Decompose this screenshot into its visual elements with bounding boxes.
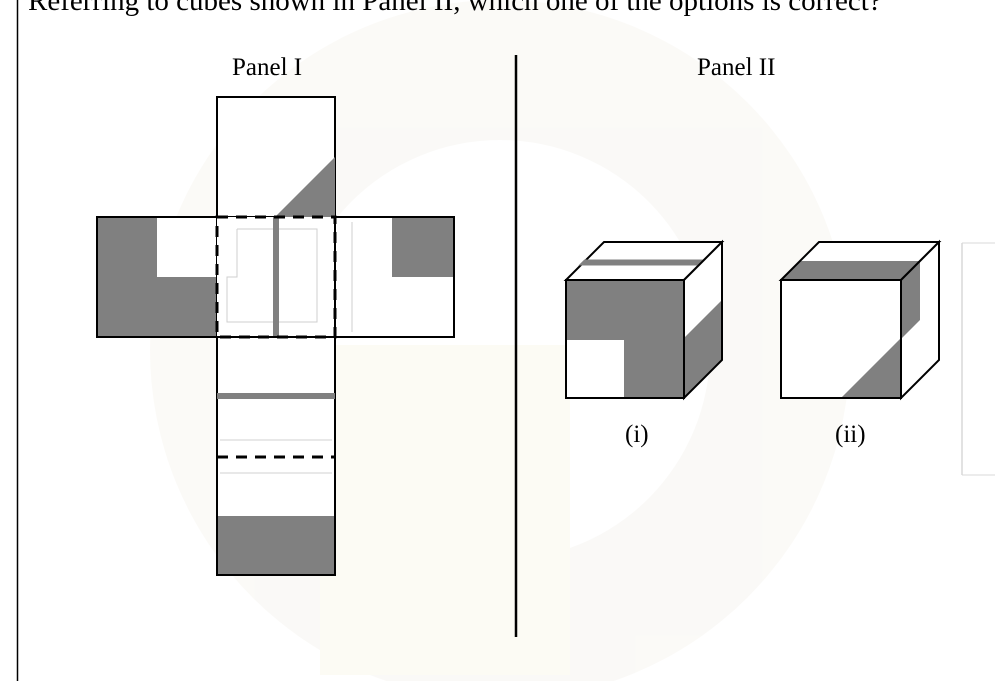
cube-ii (778, 239, 942, 401)
panel-i-title: Panel I (232, 54, 303, 81)
net-face-bottom (216, 336, 336, 458)
fold-line-center (215, 215, 337, 339)
net-face-back (216, 456, 336, 576)
cube-net (96, 96, 455, 576)
net-face-right (334, 216, 455, 338)
net-face-top (216, 96, 336, 218)
question-text: Referring to cubes shown in Panel II, wh… (28, 0, 882, 17)
net-face-center (217, 217, 335, 337)
cube-ii-label: (ii) (835, 421, 866, 448)
net-face-left (96, 216, 218, 338)
cube-i (563, 239, 725, 401)
cube-i-label: (i) (625, 421, 649, 448)
panel-ii-title: Panel II (697, 54, 776, 81)
